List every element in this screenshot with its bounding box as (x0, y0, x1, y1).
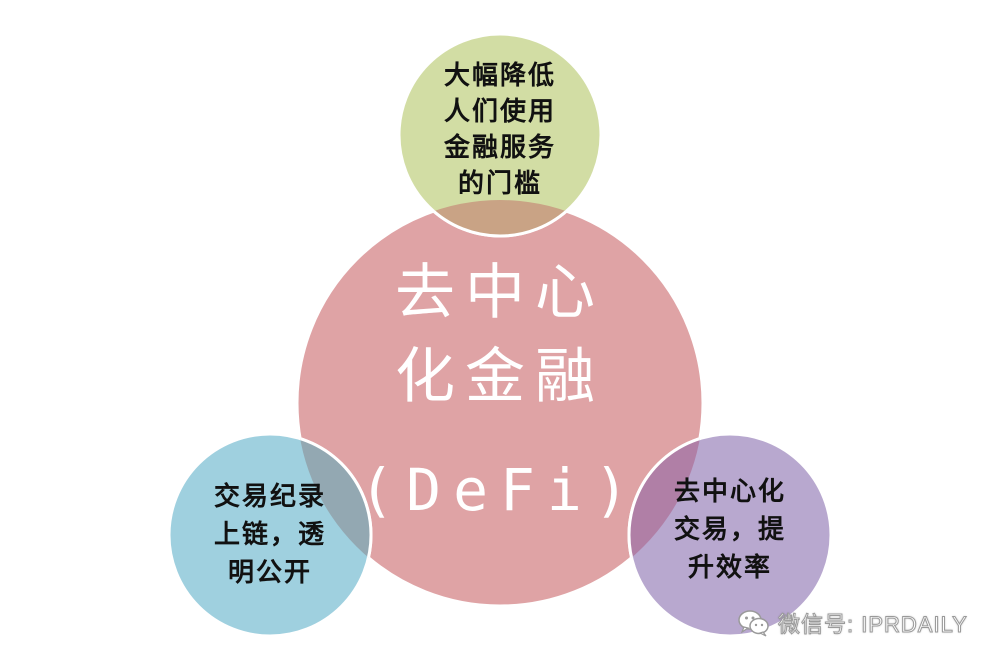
watermark: 微信号: IPRDAILY (738, 605, 968, 641)
top-center-overlap (397, 200, 603, 238)
wechat-icon (738, 610, 769, 637)
watermark-text: 微信号: IPRDAILY (778, 612, 968, 638)
